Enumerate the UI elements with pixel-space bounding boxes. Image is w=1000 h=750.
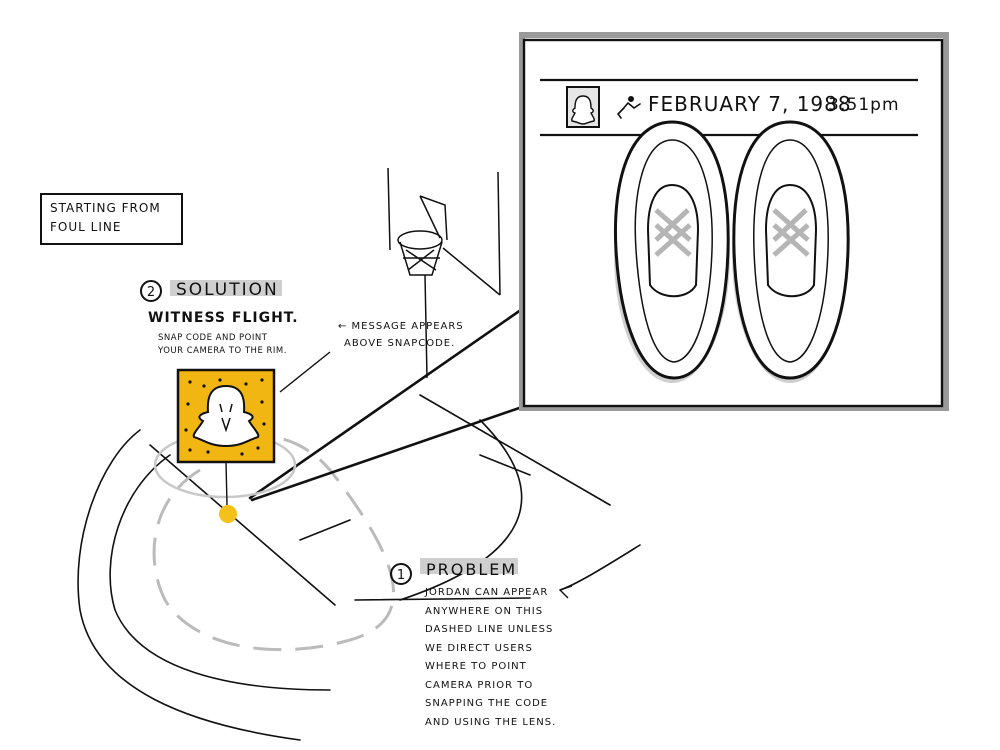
problem-line: and using the lens. <box>425 716 557 728</box>
solution-description: Snap code and point your camera to the r… <box>158 332 287 358</box>
screen-date: February 7, 1988 <box>648 92 852 116</box>
message-note-line1: ← message appears <box>338 321 464 332</box>
message-note-line2: above snapcode. <box>344 338 456 349</box>
snapcode-ghost-icon <box>192 384 260 448</box>
problem-line: camera prior to <box>425 679 534 691</box>
sneaker-icon <box>613 120 850 383</box>
problem-line: dashed line unless <box>425 624 554 635</box>
message-note: ← message appears above snapcode. <box>338 318 464 352</box>
basketball-hoop-icon <box>387 167 501 379</box>
dashed-appearance-line <box>152 433 396 652</box>
problem-description: Jordan can appear anywhere on this dashe… <box>425 584 556 732</box>
problem-title: Problem <box>426 560 518 579</box>
court-lines <box>77 394 641 741</box>
problem-line: where to point <box>425 661 527 672</box>
snapcode <box>153 368 297 523</box>
placement-marker <box>219 505 237 523</box>
solution-subtitle: Witness flight. <box>148 310 299 326</box>
problem-line: anywhere on this <box>425 605 544 617</box>
solution-pointer-line <box>279 351 331 393</box>
start-label: Starting from foul line <box>50 199 161 237</box>
solution-description-line1: Snap code and point <box>158 333 268 343</box>
problem-highlight <box>420 558 518 574</box>
start-label-line2: foul line <box>50 220 122 234</box>
solution-title: Solution <box>176 280 279 300</box>
solution-number: 2 <box>140 280 162 302</box>
solution-highlight <box>170 280 282 296</box>
solution-description-line2: your camera to the rim. <box>158 346 287 356</box>
problem-pointer-line <box>559 585 573 599</box>
problem-line: we direct users <box>425 642 533 654</box>
problem-number: 1 <box>390 563 412 585</box>
callout-lines <box>248 303 530 502</box>
jumpman-icon <box>616 96 641 119</box>
problem-line: snapping the code <box>425 698 549 709</box>
screen-time: 3:51pm <box>828 95 900 115</box>
problem-line: Jordan can appear <box>425 587 549 598</box>
start-label-box <box>40 193 183 245</box>
start-label-line1: Starting from <box>50 201 161 215</box>
